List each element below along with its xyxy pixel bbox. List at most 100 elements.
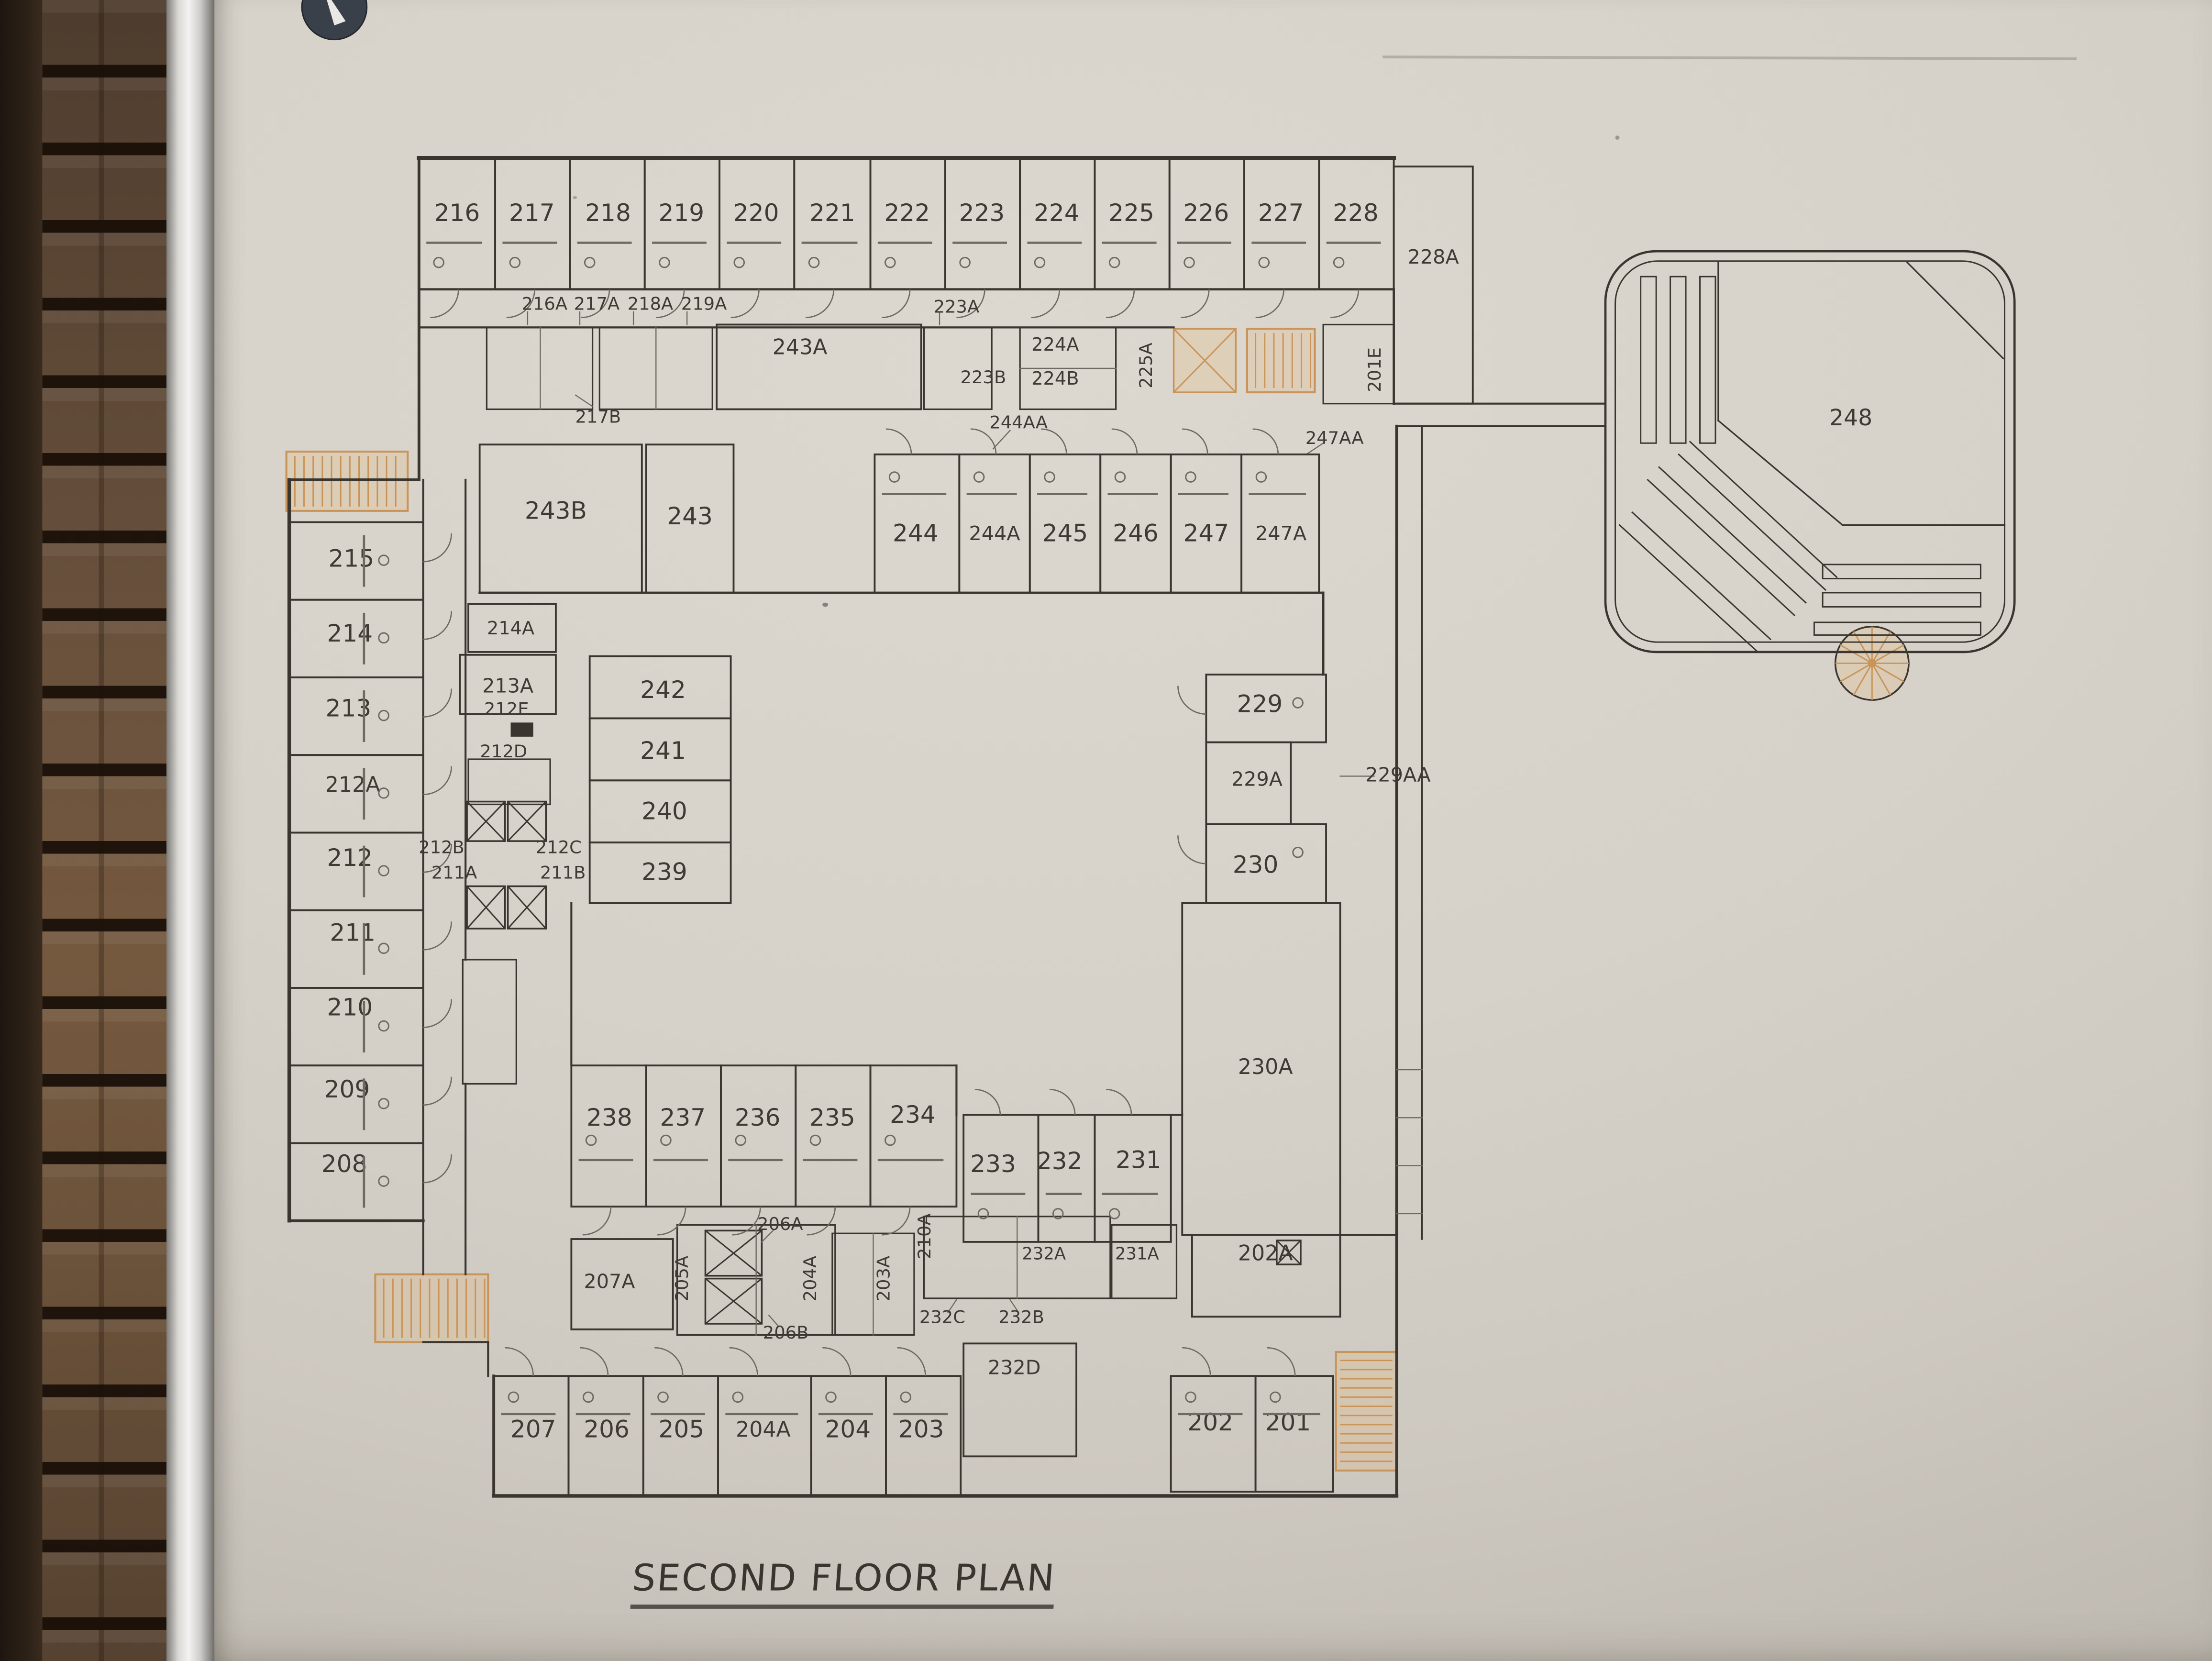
door-swing [885, 428, 912, 454]
sink-fixture [1185, 471, 1196, 483]
room-number-238: 238 [586, 1103, 632, 1131]
room-number-229: 229 [1237, 689, 1283, 718]
sink-fixture [378, 554, 389, 566]
sink-fixture [378, 709, 389, 721]
label-244AA: 244AA [989, 412, 1048, 432]
door-swing [423, 688, 453, 718]
room-202A [1191, 1234, 1341, 1318]
room-number-234: 234 [890, 1100, 936, 1129]
spiral-tread [1871, 663, 1904, 683]
room-number-244: 244 [893, 519, 939, 547]
room-number-243B: 243B [525, 496, 587, 524]
sink-fixture [585, 1134, 597, 1146]
shelf-bar [1640, 276, 1657, 444]
label-223A: 223A [934, 297, 980, 317]
room-207A [570, 1238, 674, 1330]
room-214A [467, 603, 557, 653]
sink-fixture [1333, 256, 1345, 268]
room-number-245: 245 [1042, 519, 1088, 547]
room-number-201: 201 [1265, 1408, 1311, 1436]
sink-fixture [1258, 256, 1270, 268]
room-number-204A: 204A [736, 1417, 791, 1442]
room-237 [645, 1064, 722, 1208]
room-243 [645, 443, 735, 594]
room-number-230A: 230A [1238, 1055, 1293, 1079]
door-swing [423, 921, 453, 951]
label-206B: 206B [763, 1322, 809, 1343]
room-number-202: 202 [1187, 1408, 1233, 1436]
door-swing [1050, 1088, 1076, 1115]
label-201E: 201E [1364, 347, 1385, 392]
sink-fixture [1108, 1208, 1120, 1219]
wall-line [1658, 466, 1807, 604]
elevator-shaft [507, 800, 547, 842]
sink-fixture [1185, 1391, 1196, 1403]
room-number-214: 214 [327, 619, 373, 647]
label-211B: 211B [540, 862, 586, 883]
label-216A: 216A [522, 294, 568, 314]
door-swing [729, 1347, 758, 1376]
plan-title: SECOND FLOOR PLAN [630, 1558, 1057, 1609]
room-243A [716, 323, 922, 410]
sink-fixture [959, 256, 971, 268]
door-swing [581, 289, 610, 319]
service-room [486, 326, 594, 410]
door-swing [423, 611, 453, 640]
door-swing [1182, 1347, 1211, 1376]
sink-fixture [378, 1175, 389, 1187]
door-swing [1041, 428, 1067, 454]
label-203A: 203A [874, 1256, 894, 1302]
sink-fixture [660, 1134, 672, 1146]
sink-fixture [378, 942, 389, 954]
room-number-212: 212 [327, 843, 373, 872]
room-number-233: 233 [970, 1150, 1016, 1178]
sink-fixture [1052, 1208, 1064, 1219]
door-swing [974, 1088, 1001, 1115]
shaft-x [705, 1230, 763, 1276]
label-217A: 217A [574, 294, 620, 314]
label-206A: 206A [757, 1214, 803, 1234]
sink-fixture [900, 1391, 912, 1403]
sink-fixture [1114, 471, 1126, 483]
label-204A: 204A [800, 1256, 820, 1302]
shaft-x [705, 1278, 763, 1325]
room-232D [962, 1342, 1078, 1458]
brick-wall [42, 0, 166, 1661]
door-swing [730, 289, 760, 319]
spiral-tread [1840, 644, 1873, 664]
wing-outer-wall [1604, 250, 2016, 653]
spiral-tread [1853, 663, 1873, 696]
floor-plan-board [214, 0, 2212, 1661]
door-swing [423, 1076, 453, 1106]
sink-fixture [582, 1391, 594, 1403]
room-number-213A: 213A [482, 675, 533, 698]
label-232B: 232B [998, 1307, 1044, 1328]
room-number-232: 232 [1037, 1147, 1083, 1175]
room-number-229A: 229A [1231, 767, 1283, 790]
door-swing [656, 289, 685, 319]
shaft-x [1276, 1240, 1302, 1265]
room-number-207A: 207A [584, 1270, 635, 1293]
room-number-243: 243 [667, 502, 713, 530]
wall-line [947, 1299, 958, 1314]
room-228A [1393, 166, 1474, 405]
service-room [462, 959, 517, 1085]
room-239 [588, 842, 732, 904]
room-number-239: 239 [641, 857, 687, 886]
shelf-bar [1822, 564, 1981, 579]
label-223B: 223B [961, 367, 1006, 388]
door-swing [822, 1347, 852, 1376]
label-247AA: 247AA [1305, 428, 1364, 448]
wall-line [1647, 478, 1796, 617]
room-number-236: 236 [735, 1103, 781, 1131]
door-swing [1106, 1088, 1132, 1115]
room-number-205: 205 [659, 1415, 705, 1443]
room-number-228A: 228A [1408, 245, 1459, 268]
sink-fixture [732, 1391, 744, 1403]
sink-fixture [973, 471, 985, 483]
sink-fixture [378, 632, 389, 644]
shaft-x [507, 801, 547, 842]
door-swing [1252, 428, 1279, 454]
sink-fixture [1108, 256, 1120, 268]
